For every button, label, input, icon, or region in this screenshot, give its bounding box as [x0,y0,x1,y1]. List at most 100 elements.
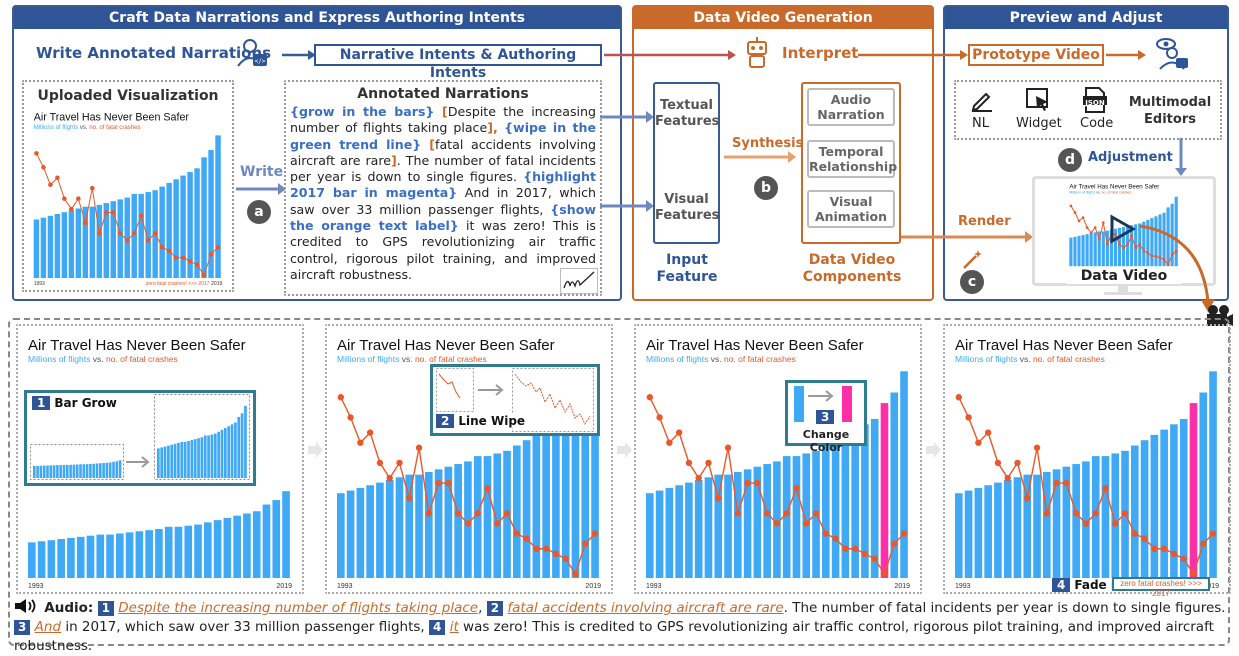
bar-1999 [75,208,82,278]
bar-2016 [1162,212,1166,267]
inset-before-bar-1999 [52,465,56,478]
widget-label: Widget [1016,116,1062,131]
frame-4 [943,324,1231,594]
crash-point-2011 [513,530,521,537]
inset-after-bar-2002 [187,441,190,478]
crash-point-2013 [842,545,849,552]
crash-point-1995 [357,439,364,446]
bar-2013 [841,434,850,578]
crash-point-1994 [965,414,972,421]
frame-arrow-2 [617,442,632,458]
craft-panel: Craft Data Narrations and Express Author… [12,5,622,301]
interpret-label: Interpret [782,44,859,62]
bar-2004 [753,466,762,578]
crash-point-1995 [666,439,673,446]
bar-2018 [1170,203,1174,267]
bar-1999 [1013,477,1022,578]
crash-point-2012 [523,535,530,542]
crash-point-2004 [110,210,116,215]
crash-point-2005 [454,510,462,517]
bar-2005 [117,199,123,278]
zero-label: zero fatal crashes! >>> 2017 [146,281,210,287]
step-a-badge: a [247,200,271,224]
change-color-swatches [794,386,852,422]
bar-2002 [96,204,103,278]
synthesis-label: Synthesis [732,136,804,151]
arrow-interpret-to-prototype [858,50,968,60]
write-label: Write [240,164,284,180]
bar-1998 [1089,233,1093,267]
annotated-narrations-frame [284,80,602,296]
bar-2012 [831,440,840,578]
frame-4-chart: Air Travel Has Never Been SaferMillions … [955,337,1219,590]
bar-2007 [473,456,482,578]
inset-after-bar-2015 [230,424,234,478]
bar-2015 [187,171,193,278]
step-b-badge: b [754,176,778,200]
bar-2012 [1140,440,1149,578]
crash-point-1999 [1014,459,1021,467]
inset-before-bar-2012 [95,463,99,478]
crash-point-1993 [337,394,345,401]
inset-after-bar-2013 [224,428,227,478]
frame-2 [325,324,613,594]
inset-before-bar-2019 [118,460,122,478]
crash-point-2015 [861,550,869,557]
crash-point-2006 [773,520,781,527]
bar-2002 [116,533,124,578]
bar-grow-before [30,444,124,480]
line-wipe-before [436,368,474,412]
bar-2001 [1033,474,1041,578]
bar-2004 [135,531,144,578]
crash-point-1995 [975,439,982,446]
audio-narration-box: Audio Narration [807,88,895,126]
inset-before-bar-2015 [105,462,109,478]
narration-part-8: . The number of fatal incidents per year… [290,152,596,185]
components-frame [801,82,901,244]
crash-point-2001 [415,444,423,451]
bar-2009 [1111,453,1120,578]
bar-2000 [1097,231,1101,267]
synthesis-arrow [724,151,796,163]
crash-point-2010 [812,510,820,517]
crash-point-2001 [90,185,95,191]
inset-before-bar-2002 [62,465,66,478]
chart-subtitle: Millions of flights vs. no. of fatal cra… [646,354,796,364]
frame-1 [16,324,304,594]
bar-2015 [243,513,251,578]
uploaded-visualization-title: Uploaded Visualization [37,88,219,104]
chart-title: Air Travel Has Never Been Safer [28,337,246,354]
inset-after-bar-1995 [163,446,167,478]
monitor-stand [1104,286,1142,295]
bar-1999 [86,535,95,578]
bar-2015 [1170,424,1178,578]
inset-before-bar-2017 [112,461,115,478]
crash-point-1994 [656,414,663,421]
bar-1999 [1093,232,1097,267]
bar-2003 [434,469,443,578]
bar-1993 [1069,237,1073,267]
bar-2013 [223,517,232,578]
arrow-intents-to-interpret [604,50,736,60]
bar-2013 [173,179,179,278]
bar-1997 [685,482,693,578]
bar-1996 [984,485,992,578]
bar-2007 [1091,456,1100,578]
bar-2005 [1117,227,1122,267]
crash-point-2002 [425,510,433,517]
bar-1997 [61,212,68,278]
bar-2007 [164,526,173,578]
audio-num-4: 4 [429,620,446,635]
crash-point-1995 [1077,219,1081,223]
bar-1995 [974,487,983,578]
step-c-badge: c [960,270,984,294]
bar-2006 [1082,461,1090,578]
inset-after-bar-2010 [213,433,217,478]
bar-1998 [694,479,703,578]
crash-point-2007 [1092,510,1099,517]
bar-2012 [1146,219,1150,267]
frame-2-chart: Air Travel Has Never Been SaferMillions … [337,337,601,590]
crash-point-2016 [1180,555,1187,563]
bar-2005 [145,530,153,578]
